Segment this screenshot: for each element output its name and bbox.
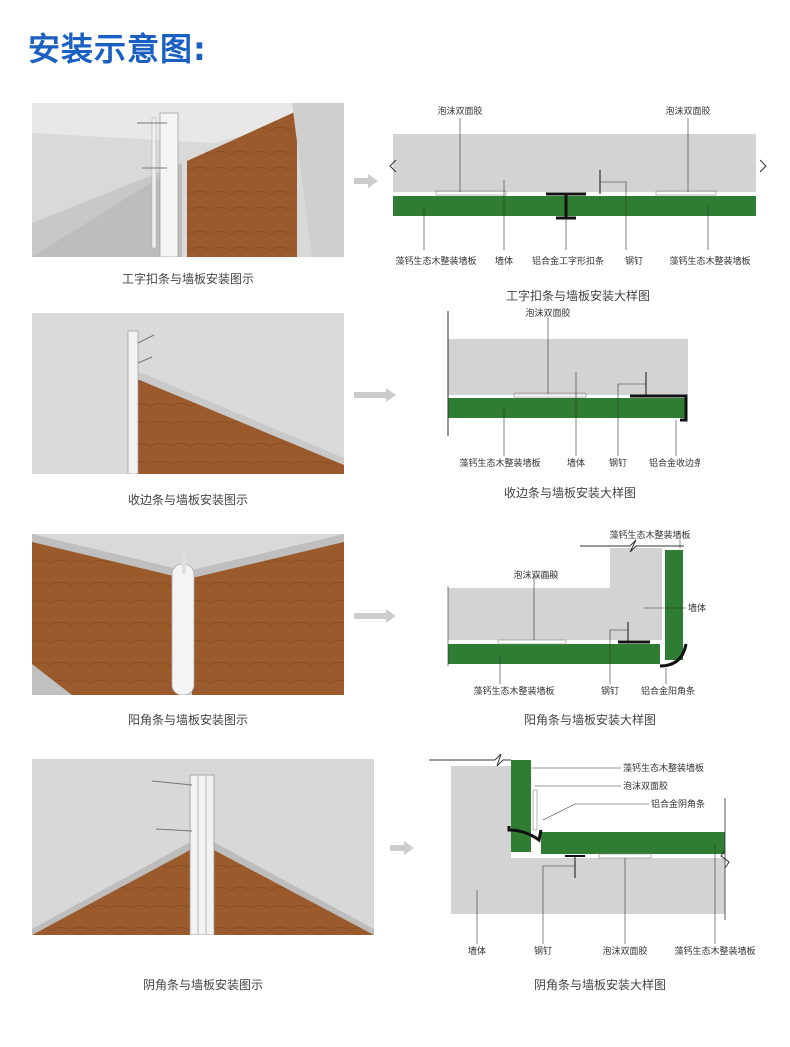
photo-caption-2: 收边条与墙板安装图示 bbox=[127, 493, 248, 507]
label-panel: 藻钙生态木整装墙板 bbox=[473, 685, 554, 697]
label-foam-top: 泡沫双面胶 bbox=[623, 780, 668, 792]
arrow-icon-2 bbox=[354, 387, 396, 406]
label-h-strip: 铝合金工字形扣条 bbox=[532, 255, 604, 267]
photo-h-strip bbox=[32, 103, 344, 257]
label-panel-top: 藻钙生态木整装墙板 bbox=[623, 762, 704, 774]
photo-caption-1: 工字扣条与墙板安装图示 bbox=[121, 272, 254, 286]
label-wall: 墙体 bbox=[688, 602, 706, 614]
label-wall: 墙体 bbox=[567, 457, 585, 469]
label-wall: 墙体 bbox=[468, 945, 486, 957]
label-panel-left: 藻钙生态木整装墙板 bbox=[395, 255, 476, 267]
detail-caption-3: 阳角条与墙板安装大样图 bbox=[523, 713, 656, 727]
label-inner-corner-strip: 铝合金阴角条 bbox=[651, 798, 705, 810]
label-foam-left: 泡沫双面胶 bbox=[437, 105, 482, 117]
page-title: 安装示意图: bbox=[28, 30, 207, 68]
label-wall: 墙体 bbox=[495, 255, 513, 267]
detail-edge-strip: 泡沫双面胶 藻钙生态木整装墙板 墙体 钢钉 铝合金收边条 bbox=[440, 306, 700, 506]
label-foam: 泡沫双面胶 bbox=[602, 945, 647, 957]
photo-inner-corner bbox=[32, 759, 374, 935]
detail-caption-2: 收边条与墙板安装大样图 bbox=[503, 486, 636, 500]
label-edge-strip: 铝合金收边条 bbox=[649, 457, 700, 469]
label-outer-corner-strip: 铝合金阳角条 bbox=[641, 685, 695, 697]
label-foam: 泡沫双面胶 bbox=[525, 307, 570, 319]
label-panel: 藻钙生态木整装墙板 bbox=[674, 945, 755, 957]
label-panel-right: 藻钙生态木整装墙板 bbox=[669, 255, 750, 267]
label-nail: 钢钉 bbox=[601, 685, 619, 697]
label-nail: 钢钉 bbox=[534, 945, 552, 957]
arrow-icon-1 bbox=[354, 173, 378, 192]
label-foam-right: 泡沫双面胶 bbox=[665, 105, 710, 117]
arrow-icon-3 bbox=[354, 608, 396, 627]
photo-caption-4: 阴角条与墙板安装图示 bbox=[142, 978, 263, 992]
label-panel: 藻钙生态木整装墙板 bbox=[459, 457, 540, 469]
detail-outer-corner: 藻钙生态木整装墙板 泡沫双面胶 墙体 藻钙生态木整装墙板 钢钉 铝合金阳角条 bbox=[440, 526, 740, 706]
detail-inner-corner: 藻钙生态木整装墙板 泡沫双面胶 铝合金阴角条 墙体 钢钉 泡沫双面胶 藻钙生态木… bbox=[425, 750, 775, 970]
photo-edge-strip bbox=[32, 313, 344, 474]
photo-caption-3: 阳角条与墙板安装图示 bbox=[127, 713, 248, 727]
label-nail: 钢钉 bbox=[625, 255, 643, 267]
label-nail: 钢钉 bbox=[609, 457, 627, 469]
arrow-icon-4 bbox=[390, 840, 414, 859]
label-foam: 泡沫双面胶 bbox=[513, 569, 558, 581]
detail-h-strip: 泡沫双面胶 泡沫双面胶 藻钙生态木整装墙板 墙体 铝合金工字形扣条 钢钉 藻钙生… bbox=[388, 100, 768, 280]
detail-caption-4: 阴角条与墙板安装大样图 bbox=[533, 978, 666, 992]
detail-caption-1: 工字扣条与墙板安装大样图 bbox=[505, 289, 650, 303]
photo-outer-corner bbox=[32, 534, 344, 695]
label-panel-top: 藻钙生态木整装墙板 bbox=[609, 529, 690, 541]
